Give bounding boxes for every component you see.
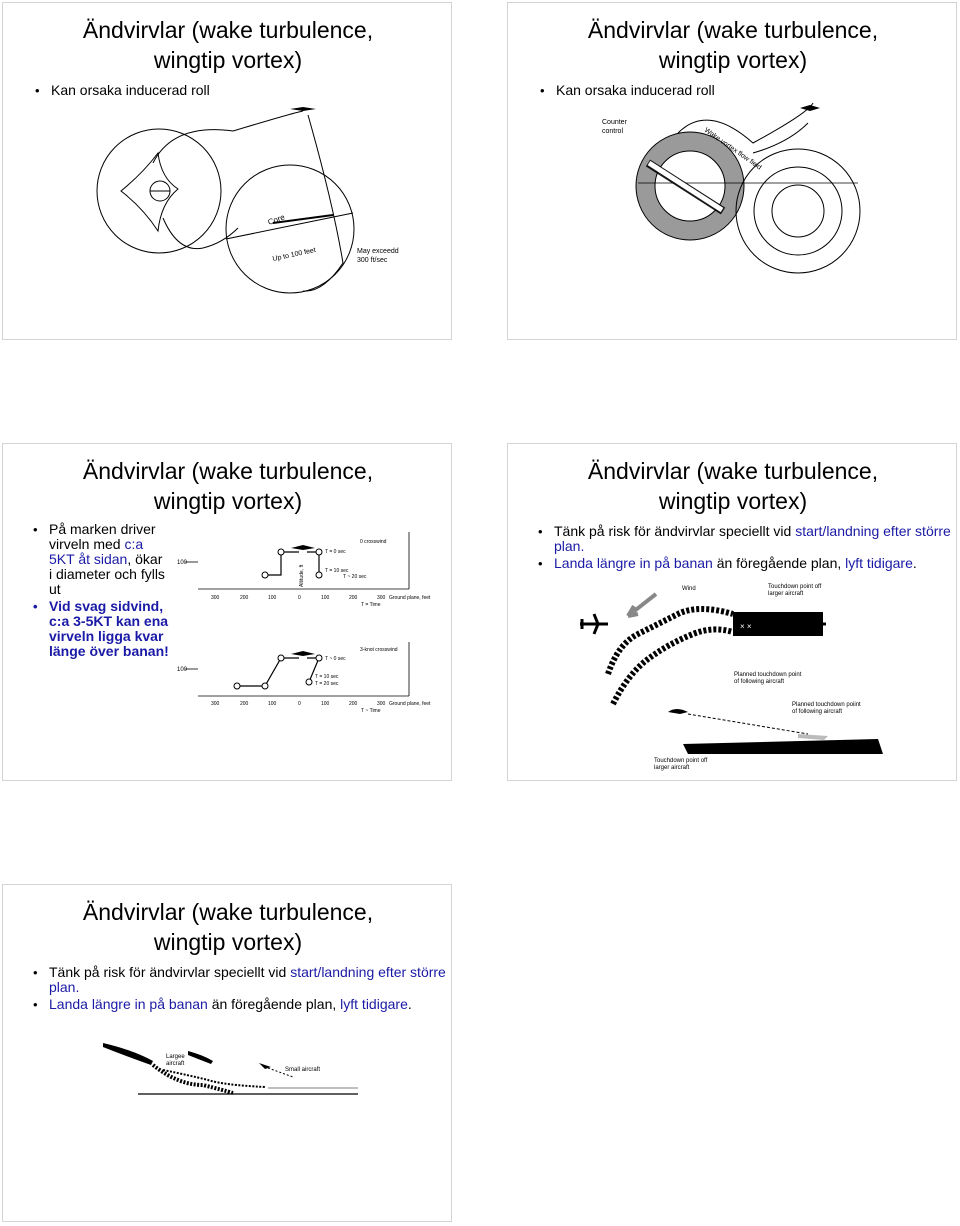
slide-3: Ändvirvlar (wake turbulence, wingtip vor… bbox=[2, 443, 452, 781]
bullet-list: Tänk på risk för ändvirvlar speciellt vi… bbox=[536, 524, 956, 573]
slide-title: Ändvirvlar (wake turbulence, wingtip vor… bbox=[587, 17, 879, 73]
svg-text:100: 100 bbox=[268, 595, 277, 601]
bullet-item: På marken driver virveln med c:a 5KT åt … bbox=[31, 522, 169, 597]
top-ground-label: Ground plane, feet bbox=[389, 595, 431, 601]
top-x-ticks: 300 200 100 0 100 200 300 bbox=[211, 595, 386, 601]
bullet-item: Kan orsaka inducerad roll bbox=[538, 83, 938, 99]
bottom-t20: T = 20 sec bbox=[315, 681, 339, 687]
slide-4: Ändvirvlar (wake turbulence, wingtip vor… bbox=[507, 443, 957, 781]
svg-text:300: 300 bbox=[211, 595, 220, 601]
td-larger-1: Touchdown point off bbox=[768, 584, 822, 590]
svg-text:0: 0 bbox=[298, 701, 301, 707]
larger-label-1: Largee bbox=[166, 1054, 185, 1060]
up-to-label: Up to 100 feet bbox=[272, 247, 317, 263]
planned2-2: of following aircraft bbox=[792, 709, 842, 715]
svg-text:200: 200 bbox=[240, 701, 249, 707]
three-knot-crosswind: 3-knot crosswind bbox=[360, 647, 398, 653]
slide-title: Ändvirvlar (wake turbulence, wingtip vor… bbox=[82, 458, 374, 514]
svg-text:200: 200 bbox=[240, 595, 249, 601]
td2-1: Touchdown point off bbox=[654, 758, 708, 764]
bottom-ground-label: Ground plane, feet bbox=[389, 701, 431, 707]
vortex-core-figure: Core Up to 100 feet May exceedd 300 ft/s… bbox=[96, 107, 399, 294]
slide-1: Ändvirvlar (wake turbulence, wingtip vor… bbox=[2, 2, 452, 340]
small-aircraft-label: Small aircraft bbox=[285, 1067, 320, 1073]
top-t10: T = 10 sec bbox=[325, 568, 349, 574]
bullet-item: Landa längre in på banan än föregående p… bbox=[536, 556, 956, 572]
bullet-list: På marken driver virveln med c:a 5KT åt … bbox=[31, 522, 169, 661]
svg-text:100: 100 bbox=[321, 701, 330, 707]
bottom-x-ticks: 300 200 100 0 100 200 300 bbox=[211, 701, 386, 707]
bottom-t10: T = 10 sec bbox=[315, 674, 339, 680]
svg-text:300: 300 bbox=[377, 595, 386, 601]
slide-title: Ändvirvlar (wake turbulence, wingtip vor… bbox=[587, 458, 879, 514]
td2-2: larger aircraft bbox=[654, 765, 690, 771]
top-t0: T = 0 sec bbox=[325, 549, 346, 555]
altitude-label: Altitude, ft bbox=[299, 564, 305, 587]
top-t20: T ~ 20 sec bbox=[343, 574, 367, 580]
svg-text:100: 100 bbox=[321, 595, 330, 601]
bullet-list: Kan orsaka inducerad roll bbox=[33, 83, 433, 100]
planned2-1: Planned touchdown poiint bbox=[792, 702, 861, 708]
core-label: Core bbox=[267, 212, 287, 227]
takeoff-figure: Largee aircraft Small aircraft bbox=[103, 1043, 358, 1095]
svg-text:200: 200 bbox=[349, 701, 358, 707]
svg-text:100: 100 bbox=[268, 701, 277, 707]
bullet-item: Tänk på risk för ändvirvlar speciellt vi… bbox=[536, 524, 956, 554]
bullet-item: Landa längre in på banan än föregående p… bbox=[31, 997, 451, 1013]
slide-title: Ändvirvlar (wake turbulence, wingtip vor… bbox=[82, 899, 374, 955]
larger-label-2: aircraft bbox=[166, 1061, 185, 1067]
svg-text:300: 300 bbox=[211, 701, 220, 707]
wind-label: Wind bbox=[682, 586, 696, 592]
wake-flow-figure: Counter control Wake vortex flow field bbox=[602, 102, 861, 274]
svg-text:0: 0 bbox=[298, 595, 301, 601]
bottom-y-tick: 100 bbox=[177, 667, 188, 673]
svg-text:200: 200 bbox=[349, 595, 358, 601]
bullet-list: Tänk på risk för ändvirvlar speciellt vi… bbox=[31, 965, 451, 1014]
bottom-time-label: T ~ Time bbox=[361, 708, 381, 714]
bullet-list: Kan orsaka inducerad roll bbox=[538, 83, 938, 100]
bullet-item: Tänk på risk för ändvirvlar speciellt vi… bbox=[31, 965, 451, 995]
may-exceed-speed: 300 ft/sec bbox=[357, 257, 388, 264]
may-exceed-label: May exceedd bbox=[357, 248, 399, 255]
counter-label: Counter bbox=[602, 119, 628, 126]
slide-5: Ändvirvlar (wake turbulence, wingtip vor… bbox=[2, 884, 452, 1222]
bottom-t0: T ~ 0 sec bbox=[325, 656, 346, 662]
bullet-item: Vid svag sidvind, c:a 3-5KT kan ena virv… bbox=[31, 599, 169, 659]
slide-2: Ändvirvlar (wake turbulence, wingtip vor… bbox=[507, 2, 957, 340]
planned-2: of following aircraft bbox=[734, 679, 784, 685]
zero-crosswind: 0 crosswind bbox=[360, 539, 387, 545]
slide-title: Ändvirvlar (wake turbulence, wingtip vor… bbox=[82, 17, 374, 73]
crosswind-figure: 100 Altitude, ft T = 0 sec T = 10 sec T … bbox=[177, 532, 431, 714]
svg-text:300: 300 bbox=[377, 701, 386, 707]
top-time-label: T = Time bbox=[361, 602, 381, 608]
landing-figure: × × Wind Touchdown point off larger airc… bbox=[580, 584, 883, 771]
top-y-tick: 100 bbox=[177, 560, 188, 566]
planned-1: Planned touchdown point bbox=[734, 672, 802, 678]
td-larger-2: larger aircraft bbox=[768, 591, 804, 597]
bullet-item: Kan orsaka inducerad roll bbox=[33, 83, 433, 99]
svg-text:× ×: × × bbox=[740, 622, 752, 631]
control-label: control bbox=[602, 128, 623, 135]
